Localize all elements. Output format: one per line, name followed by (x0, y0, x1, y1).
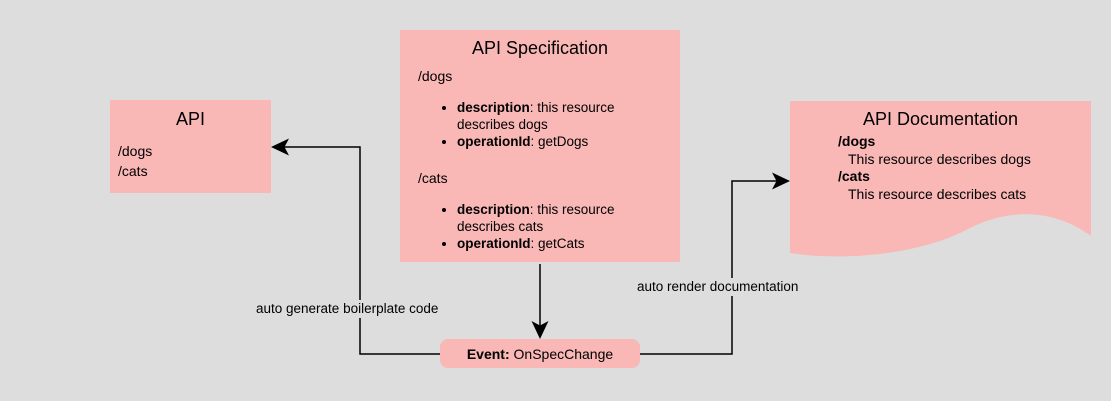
spec-cats-description: description: this resource describes cat… (457, 201, 635, 235)
api-documentation-node: API Documentation /dogs This resource de… (790, 96, 1091, 266)
property-value: : this resource describes cats (457, 202, 615, 234)
spec-cats-operationid: operationId: getCats (457, 235, 635, 252)
arrowhead-down-icon (531, 321, 549, 339)
event-node-label: Event: OnSpecChange (467, 346, 613, 362)
doc-node-lines: /dogs This resource describes dogs /cats… (838, 133, 1091, 203)
doc-path-dogs: /dogs (838, 133, 876, 149)
property-value: : this resource describes dogs (457, 100, 615, 132)
spec-dogs-operationid: operationId: getDogs (457, 133, 635, 150)
wire-event-to-api (284, 146, 440, 355)
doc-node-content: API Documentation /dogs This resource de… (790, 101, 1091, 203)
doc-node-title: API Documentation (862, 109, 1019, 129)
event-value: OnSpecChange (509, 345, 614, 362)
api-node-title: API (175, 109, 205, 129)
doc-path-cats: /cats (838, 168, 870, 184)
property-key: description (457, 202, 530, 217)
spec-cats-properties: description: this resource describes cat… (400, 201, 635, 252)
doc-desc-cats: This resource describes cats (848, 185, 1027, 202)
spec-path-cats: /cats (418, 170, 448, 186)
wire-event-to-docs (640, 180, 777, 355)
doc-desc-dogs: This resource describes dogs (848, 150, 1031, 167)
property-value: : getCats (530, 236, 585, 251)
edge-label-generate-code: auto generate boilerplate code (252, 300, 443, 318)
spec-path-dogs: /dogs (418, 68, 453, 84)
api-specification-node: API Specification /dogs description: thi… (400, 30, 680, 262)
api-node: API /dogs /cats (110, 100, 271, 193)
spec-dogs-properties: description: this resource describes dog… (400, 99, 635, 150)
arrowhead-right-icon (772, 172, 790, 190)
edge-label-render-docs: auto render documentation (633, 278, 803, 296)
property-value: : getDogs (530, 134, 589, 149)
document-wave-shape (790, 101, 1091, 257)
event-node: Event: OnSpecChange (440, 339, 640, 368)
spec-dogs-description: description: this resource describes dog… (457, 99, 635, 133)
api-path-dogs: /dogs (118, 143, 153, 159)
property-key: operationId (457, 134, 531, 149)
spec-node-title: API Specification (471, 38, 609, 58)
event-key: Event: (466, 345, 510, 362)
arrowhead-left-icon (271, 138, 289, 156)
property-key: description (457, 100, 530, 115)
api-path-cats: /cats (118, 163, 148, 179)
api-node-paths: /dogs /cats (118, 141, 271, 181)
property-key: operationId (457, 236, 531, 251)
